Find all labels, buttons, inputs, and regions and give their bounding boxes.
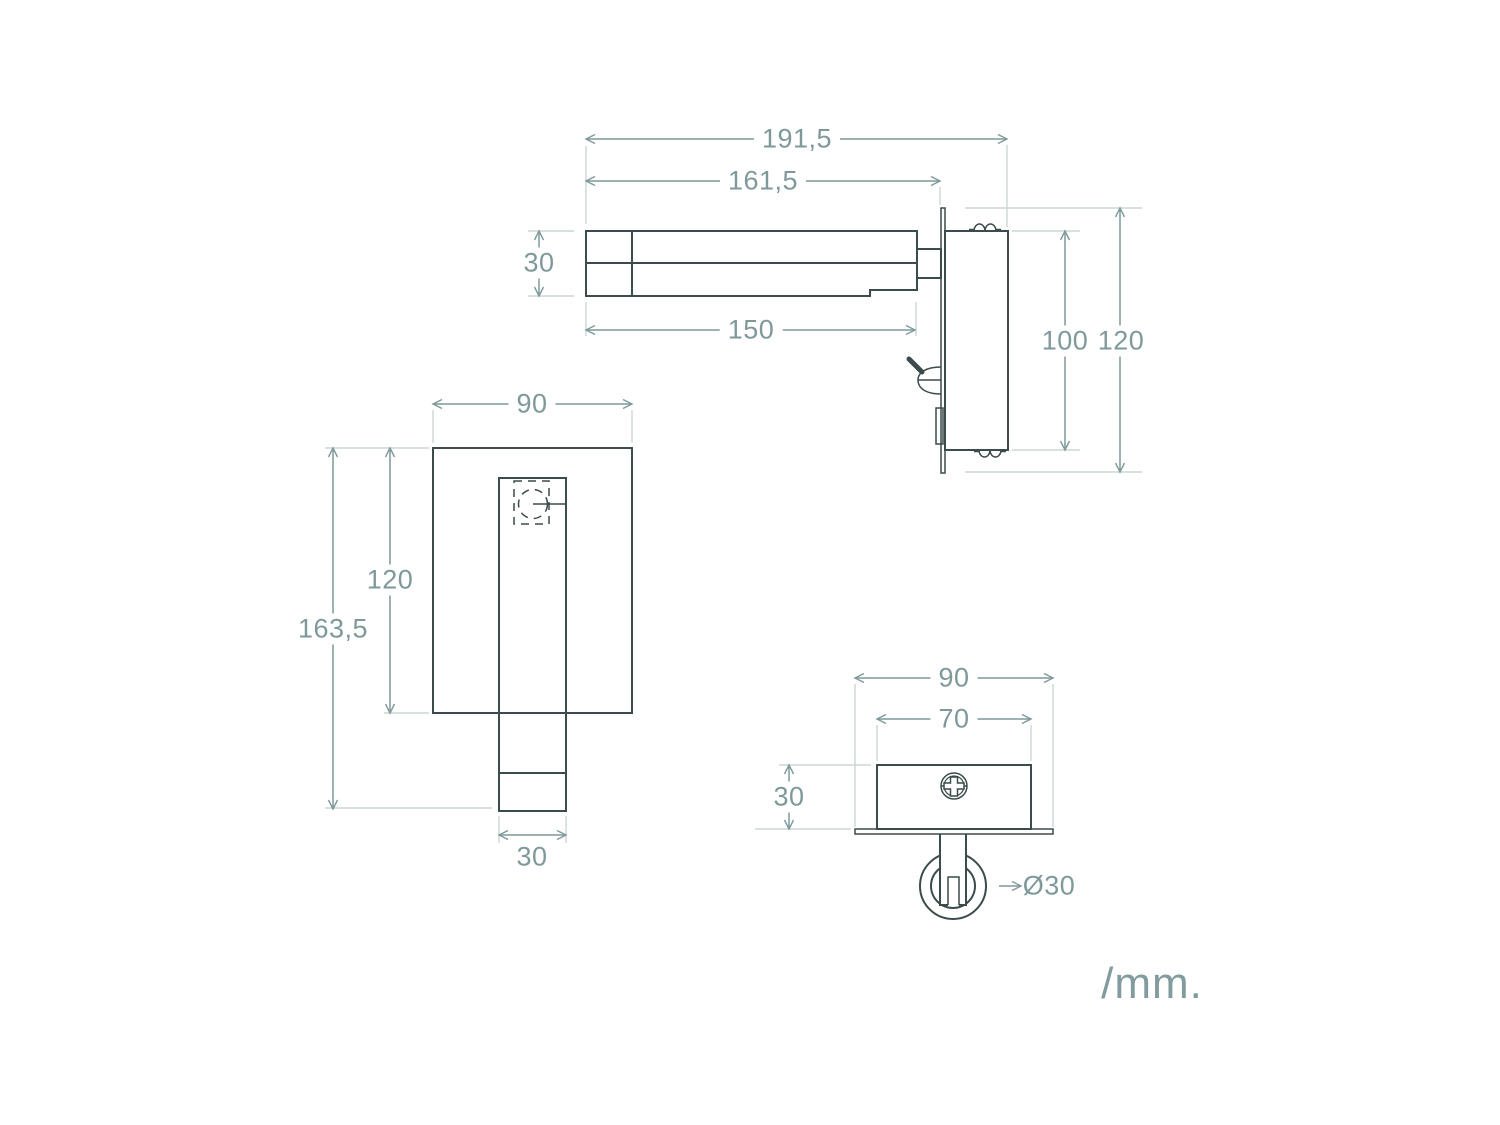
hidden-pivot-housing [513, 480, 550, 525]
dim-label-plate-width-front: 90 [508, 388, 556, 420]
dim-label-box-depth: 30 [765, 781, 813, 813]
units-label: /mm. [1101, 959, 1203, 1008]
arm-tube-outline [939, 834, 967, 906]
lamp-arm-front [498, 477, 567, 812]
dim-label-box-width: 70 [930, 703, 978, 735]
arm-tube-fill [940, 835, 966, 905]
mounting-plate-edge [854, 828, 1054, 835]
screw-head-icon [940, 772, 968, 800]
arm-connector [916, 248, 942, 279]
dim-label-arm-length: 150 [719, 314, 783, 346]
side-extension-lines [528, 145, 1142, 473]
dim-label-head-diameter: Ø30 [1022, 870, 1076, 901]
dim-label-plate-height-front: 120 [358, 564, 422, 596]
lamp-arm-detail-lines [586, 231, 917, 296]
dim-label-overall-height: 163,5 [289, 613, 377, 645]
body-box-side [944, 230, 1009, 451]
dim-label-overall-depth: 191,5 [753, 123, 841, 155]
dim-label-body-height: 100 [1033, 325, 1097, 357]
lamp-arm-outline [585, 230, 918, 297]
dim-label-depth-to-wallplate: 161,5 [719, 165, 807, 197]
bottom-clip-symbol [974, 449, 1006, 458]
front-extension-lines [325, 410, 633, 843]
toggle-switch-symbol [917, 366, 942, 395]
side-view [528, 139, 1142, 474]
toggle-switch-lever [906, 356, 925, 375]
dim-label-arm-thickness: 30 [515, 247, 563, 279]
dim-label-arm-width: 30 [516, 841, 548, 872]
bottom-extension-lines [755, 684, 1054, 830]
port-recess [935, 407, 944, 445]
arm-tube-notch [947, 876, 960, 905]
top-clip-symbol [969, 223, 1001, 232]
dim-label-plate-width-bottom: 90 [930, 662, 978, 694]
back-plate-front [432, 447, 633, 714]
wall-plate-side [940, 207, 946, 474]
driver-box-bottom [876, 764, 1032, 830]
dim-label-backplate-height-side: 120 [1089, 325, 1153, 357]
